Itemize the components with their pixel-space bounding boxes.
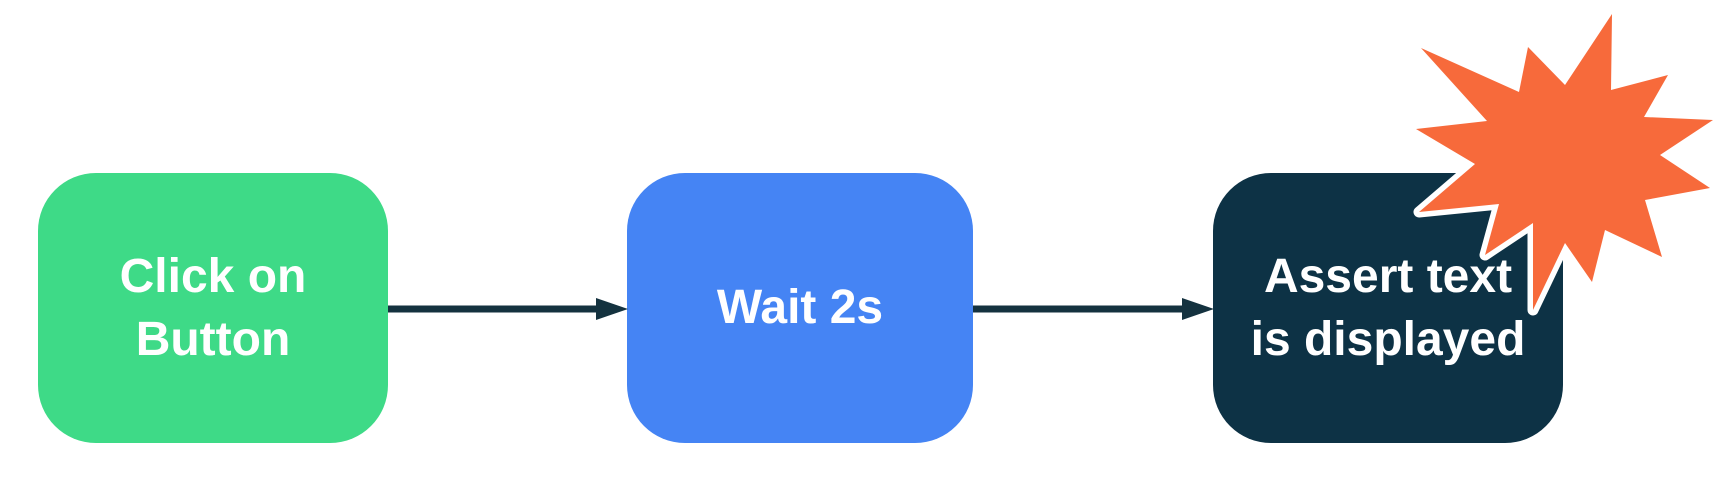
connector-arrow-1 [388,298,628,320]
step-label-line: Assert text [1263,249,1513,303]
step-label-line: is displayed [1250,313,1526,366]
step-label-line: Wait 2s [716,281,884,335]
connector-arrow-2 [973,298,1214,320]
step-node-click-on-button: Click on Button [38,173,388,443]
step-label: Wait 2s [717,276,883,339]
step-label: Assert text is displayed [1251,245,1526,372]
step-node-assert-text: Assert text is displayed [1213,173,1563,443]
step-label: Click on Button [120,245,307,372]
step-label-line: Click on [119,249,307,303]
arrowhead-icon [1182,298,1214,320]
arrowhead-icon [596,298,628,320]
step-node-wait-2s: Wait 2s [627,173,973,443]
step-label-line: Button [135,313,291,366]
